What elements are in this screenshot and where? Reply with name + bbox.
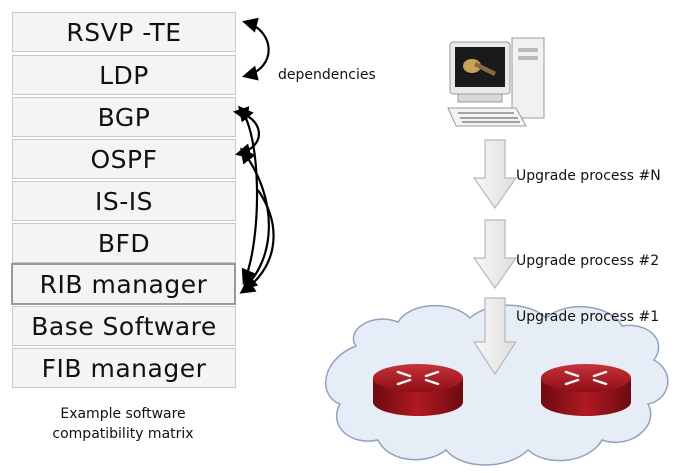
dep-arrow-ospf-rib [240,147,270,291]
caption-line-1: Example software [60,406,186,422]
upgrade-arrow-2 [472,219,518,290]
dependency-arrows [232,17,275,294]
router-icon [541,364,631,416]
layer-is-is: IS-IS [12,181,236,221]
upgrade-label-n: Upgrade process #N [516,168,661,184]
upgrade-arrow-n [472,139,518,210]
upgrade-label-2: Upgrade process #2 [516,253,660,269]
computer-icon [447,37,545,127]
dependencies-label: dependencies [278,67,376,83]
layer-fib-manager: FIB manager [12,348,236,388]
caption-line-2: compatibility matrix [52,426,194,442]
layer-rsvp-te: RSVP -TE [12,12,236,52]
dep-arrow-bgp-ospf [232,106,260,159]
upgrade-label-1: Upgrade process #1 [516,309,660,325]
layer-rib-manager: RIB manager [11,263,236,305]
layer-ldp: LDP [12,55,236,95]
dep-arrow-isis-rib [239,189,275,294]
layer-ospf: OSPF [12,139,236,179]
layer-bgp: BGP [12,97,236,137]
dep-arrow-rsvp-ldp [242,17,270,81]
upgrade-arrow-1 [472,297,518,376]
stack-caption: Example software compatibility matrix [18,404,228,444]
router-icon [373,364,463,416]
layer-bfd: BFD [12,223,236,263]
upgrade-arrows [472,139,518,376]
cloud-icon [325,304,669,466]
layer-base-software: Base Software [12,306,236,346]
dep-arrow-bgp-rib [238,105,259,285]
